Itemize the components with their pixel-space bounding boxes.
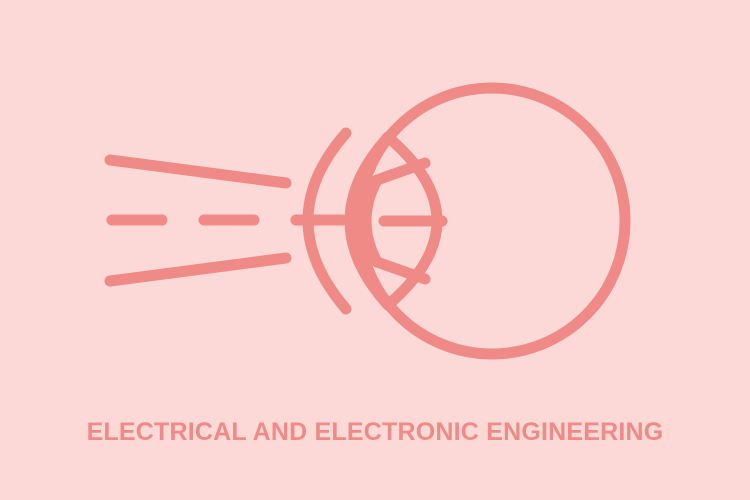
iris-spoke-3 [371,256,431,285]
eyeball-circle [353,82,631,360]
iris-spoke-1 [371,157,431,186]
light-ray-bottom [104,252,292,287]
cornea-arc [344,131,394,311]
lens-arc [302,127,352,315]
light-ray-top [104,154,292,189]
pupil-arc [360,174,383,268]
caption-text: ELECTRICAL AND ELECTRONIC ENGINEERING [86,418,664,446]
